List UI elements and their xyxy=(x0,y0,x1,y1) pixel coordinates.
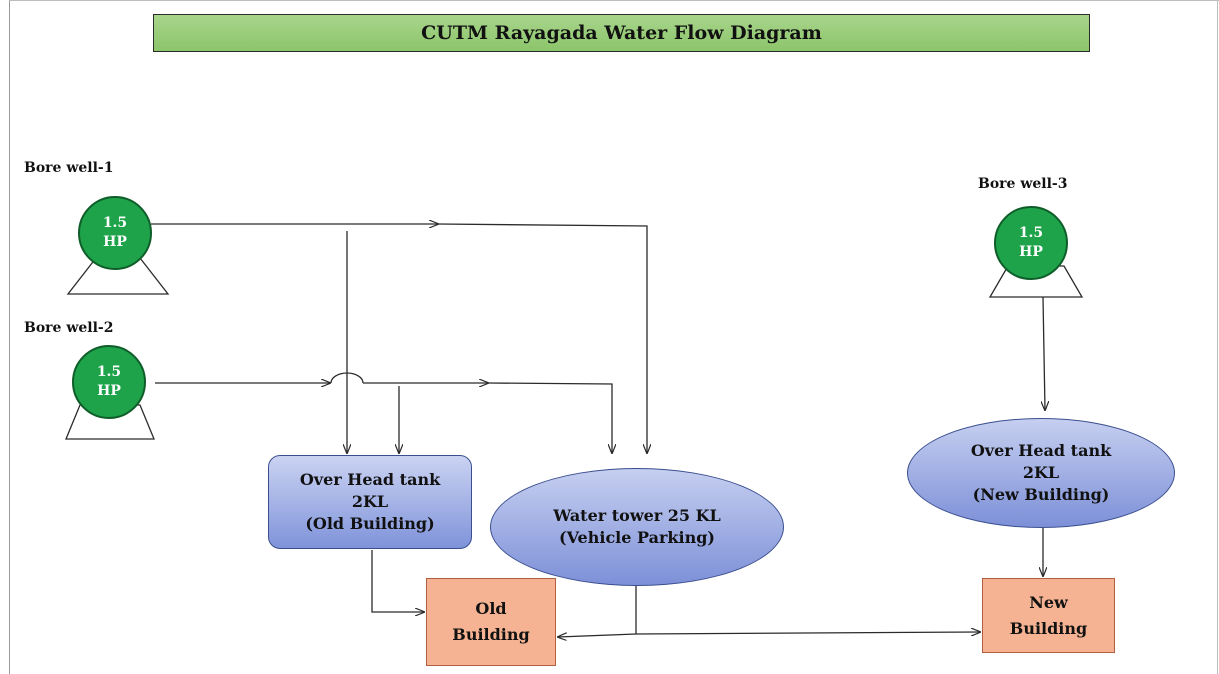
frame-left-border xyxy=(9,0,10,674)
bw2-crossover-hump xyxy=(330,372,364,384)
frame-right-border xyxy=(1217,0,1218,674)
tower-location: (Vehicle Parking) xyxy=(559,528,715,547)
borewell-2-pump: 1.5 HP xyxy=(72,345,146,419)
old-tank-to-old-building xyxy=(371,550,424,612)
tank-location: (New Building) xyxy=(972,485,1110,504)
diagram-title: CUTM Rayagada Water Flow Diagram xyxy=(153,14,1090,52)
tower-title: Water tower 25 KL xyxy=(553,506,721,525)
building-label-line1: Old xyxy=(475,599,507,618)
tank-location: (Old Building) xyxy=(305,514,435,533)
pump-rating-value: 1.5 xyxy=(102,215,128,231)
borewell-1-pump: 1.5 HP xyxy=(78,196,152,270)
bw3-to-new-tank xyxy=(1043,296,1045,410)
tank-title: Over Head tank xyxy=(299,470,441,489)
tank-capacity: 2KL xyxy=(1022,463,1060,482)
frame-top-border xyxy=(9,0,1219,1)
tank-capacity: 2KL xyxy=(351,492,389,511)
borewell-1-label: Bore well-1 xyxy=(24,160,114,176)
building-label-line2: Building xyxy=(1009,618,1088,638)
bw1-main-line xyxy=(437,223,647,453)
tank-title: Over Head tank xyxy=(970,441,1112,460)
pump-rating-value: 1.5 xyxy=(1018,225,1044,241)
rail-to-old-building xyxy=(558,634,637,637)
pump-rating-unit: HP xyxy=(103,234,127,250)
pump-rating-unit: HP xyxy=(97,383,121,399)
borewell-3-label: Bore well-3 xyxy=(978,176,1068,192)
pump-rating-value: 1.5 xyxy=(96,364,122,380)
borewell-3-base xyxy=(988,265,1084,298)
old-building-box: Old Building xyxy=(426,578,556,666)
water-tower-vehicle-parking: Water tower 25 KL (Vehicle Parking) xyxy=(490,468,784,586)
building-label-line1: New xyxy=(1029,592,1068,612)
pump-rating-unit: HP xyxy=(1019,244,1043,260)
new-building-box: New Building xyxy=(982,578,1115,653)
overhead-tank-old-building: Over Head tank 2KL (Old Building) xyxy=(268,455,472,549)
borewell-2-base xyxy=(65,404,155,440)
rail-to-new-building xyxy=(635,632,980,634)
building-label-line2: Building xyxy=(452,625,530,644)
bw2-to-tower xyxy=(487,382,612,453)
overhead-tank-new-building: Over Head tank 2KL (New Building) xyxy=(907,418,1175,528)
borewell-2-label: Bore well-2 xyxy=(24,320,114,336)
borewell-3-pump: 1.5 HP xyxy=(994,206,1068,280)
